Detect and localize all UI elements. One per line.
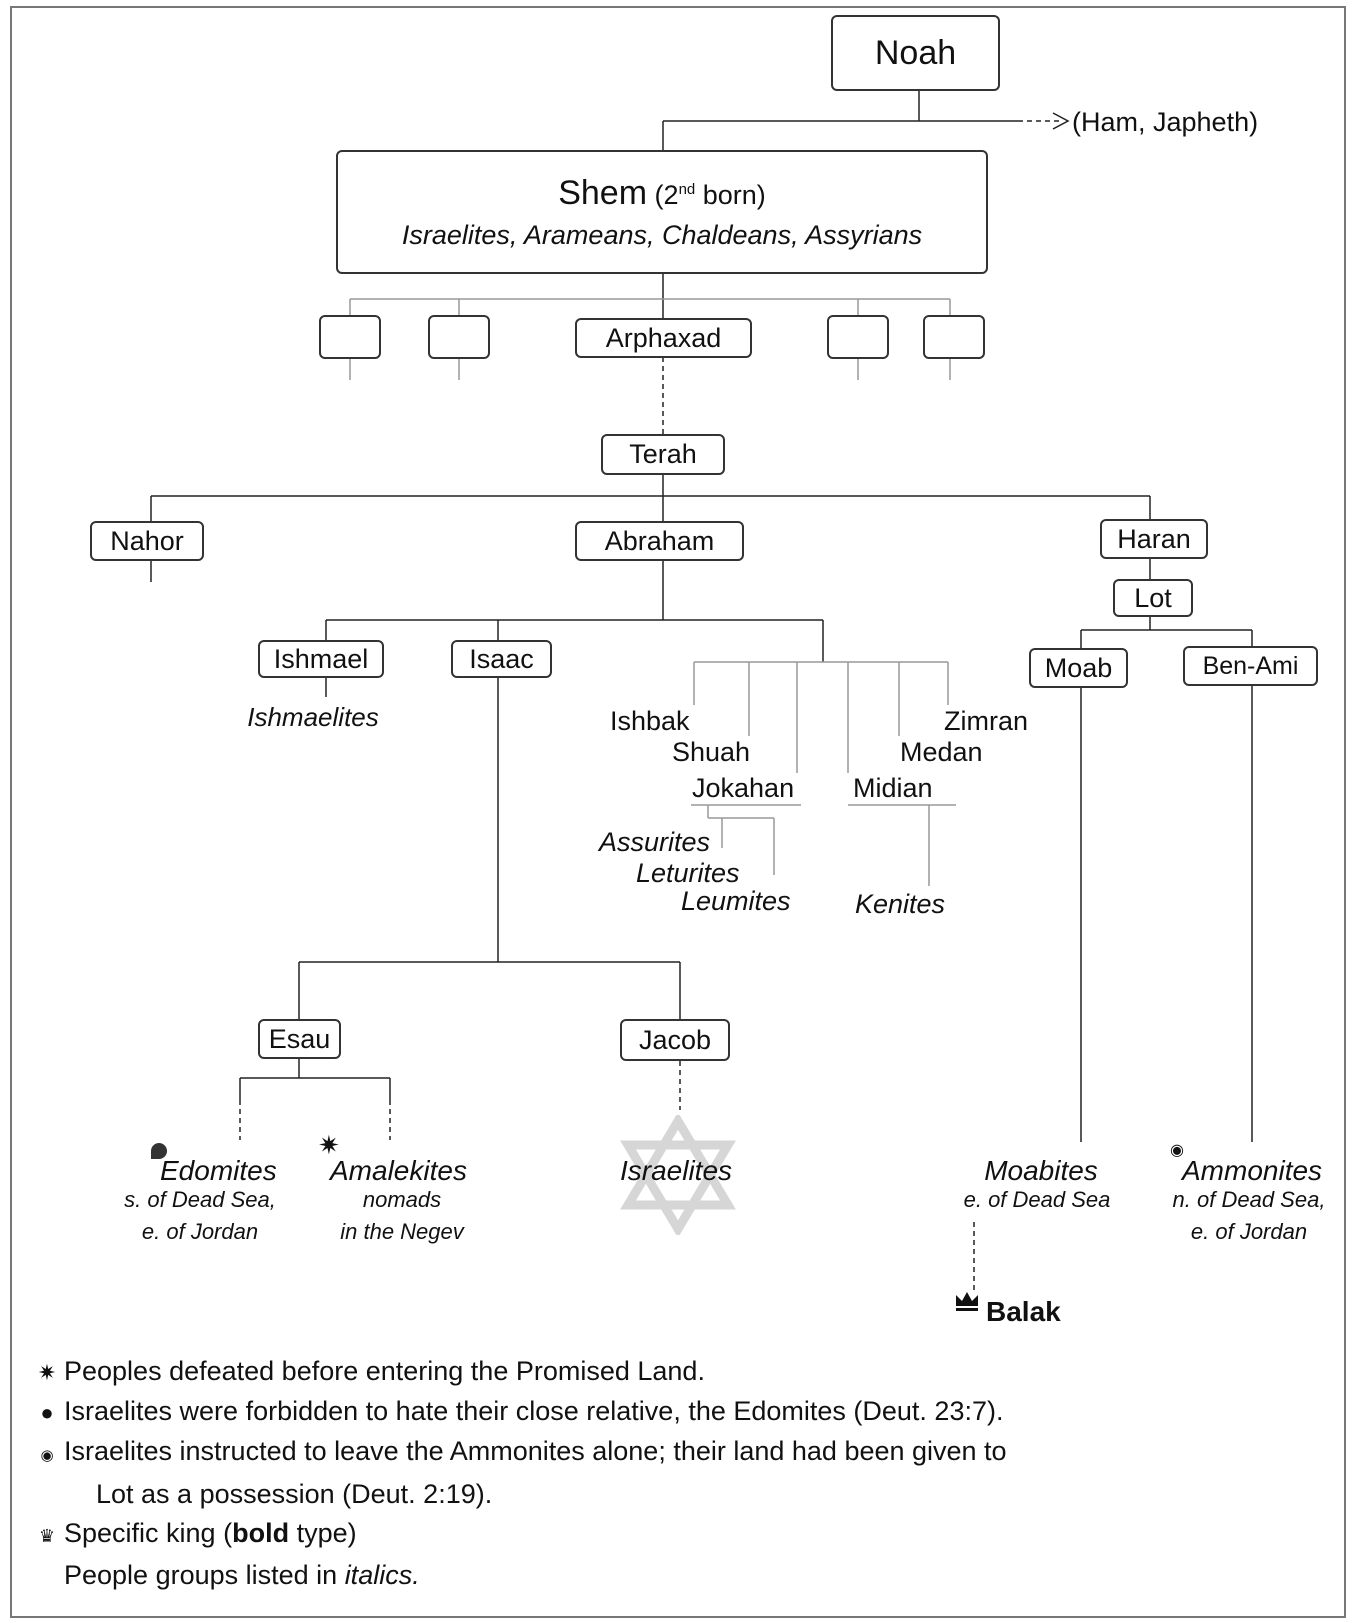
crown-icon: [956, 1292, 978, 1311]
ishmael-box: Ishmael: [258, 640, 384, 678]
leturites-label: Leturites: [636, 858, 740, 888]
midian-label: Midian: [853, 773, 933, 803]
legend-king: ♛Specific king (bold type): [34, 1514, 1007, 1556]
edomites-label: Edomites: [160, 1155, 277, 1186]
esau-box: Esau: [258, 1019, 341, 1059]
arphaxad-box: Arphaxad: [575, 318, 752, 358]
star-of-david-icon: [620, 1115, 736, 1235]
abraham-box: Abraham: [575, 521, 744, 561]
drop-icon: [151, 1143, 167, 1159]
medan-label: Medan: [900, 737, 983, 767]
crown-icon: ♛: [38, 1526, 56, 1546]
isaac-box: Isaac: [451, 640, 552, 678]
zimran-label: Zimran: [944, 706, 1029, 736]
moabites-location: e. of Dead Sea: [963, 1187, 1111, 1212]
legend-ammon-cont: Lot as a possession (Deut. 2:19).: [96, 1479, 493, 1509]
amalekites-location: nomads in the Negev: [340, 1187, 464, 1244]
noah-label: Noah: [874, 33, 957, 72]
shuah-label: Shuah: [672, 737, 751, 767]
jacob-label: Jacob: [638, 1024, 712, 1055]
shem-peoples: Israelites, Arameans, Chaldeans, Assyria…: [401, 219, 923, 250]
shem-son-box-2: [428, 315, 490, 359]
star-burst-icon: ✷: [318, 1130, 340, 1160]
shem-name: Shem: [558, 173, 648, 212]
arphaxad-label: Arphaxad: [605, 322, 722, 353]
terah-label: Terah: [629, 439, 697, 469]
drop-icon: ●: [40, 1400, 54, 1425]
lot-label: Lot: [1134, 582, 1172, 613]
terah-box: Terah: [601, 434, 725, 475]
eye-icon: ◉: [1170, 1142, 1184, 1159]
legend-defeated: ✷Peoples defeated before entering the Pr…: [34, 1352, 1007, 1392]
nahor-box: Nahor: [90, 521, 204, 561]
legend-italics: People groups listed in italics.: [64, 1560, 420, 1590]
leumites-label: Leumites: [681, 886, 791, 916]
kenites-label: Kenites: [855, 889, 946, 919]
assurites-label: Assurites: [599, 827, 711, 857]
noah-box: Noah: [831, 15, 1000, 91]
edomites-location: s. of Dead Sea, e. of Jordan: [124, 1187, 276, 1244]
amalekites-label: Amalekites: [330, 1155, 467, 1186]
shem-son-box-3: [827, 315, 889, 359]
jokahan-label: Jokahan: [692, 773, 795, 803]
israelites-label: Israelites: [619, 1155, 733, 1186]
ammonites-label: Ammonites: [1182, 1155, 1323, 1186]
ben-ami-label: Ben-Ami: [1202, 651, 1299, 680]
nahor-label: Nahor: [110, 525, 184, 556]
haran-box: Haran: [1100, 519, 1208, 559]
legend-edom: ●Israelites were forbidden to hate their…: [34, 1392, 1007, 1432]
shem-son-box-4: [923, 315, 985, 359]
shem-son-box-1: [319, 315, 381, 359]
ben-ami-box: Ben-Ami: [1183, 646, 1318, 686]
isaac-label: Isaac: [469, 643, 534, 674]
jacob-box: Jacob: [620, 1019, 730, 1061]
ishbak-label: Ishbak: [610, 706, 690, 736]
star-burst-icon: ✷: [37, 1360, 57, 1385]
moab-box: Moab: [1029, 648, 1128, 688]
abraham-label: Abraham: [604, 525, 715, 556]
ammonites-location: n. of Dead Sea, e. of Jordan: [1172, 1187, 1326, 1244]
ishmael-label: Ishmael: [273, 643, 369, 674]
shem-box: Shem (2nd born) Israelites, Arameans, Ch…: [336, 150, 988, 274]
shem-order: (2nd born): [654, 179, 766, 210]
balak-label: Balak: [986, 1296, 1061, 1327]
diagram-frame: [10, 6, 1346, 1618]
eye-icon: ◉: [40, 1447, 54, 1464]
lot-box: Lot: [1113, 579, 1193, 617]
haran-label: Haran: [1117, 523, 1191, 554]
moabites-label: Moabites: [984, 1155, 1098, 1186]
moab-label: Moab: [1044, 652, 1113, 683]
ishmaelites-label: Ishmaelites: [247, 702, 379, 732]
esau-label: Esau: [268, 1023, 331, 1054]
legend: ✷Peoples defeated before entering the Pr…: [34, 1352, 1007, 1595]
legend-ammon: ◉Israelites instructed to leave the Ammo…: [34, 1432, 1006, 1475]
ham-japheth-label: (Ham, Japheth): [1072, 107, 1259, 137]
